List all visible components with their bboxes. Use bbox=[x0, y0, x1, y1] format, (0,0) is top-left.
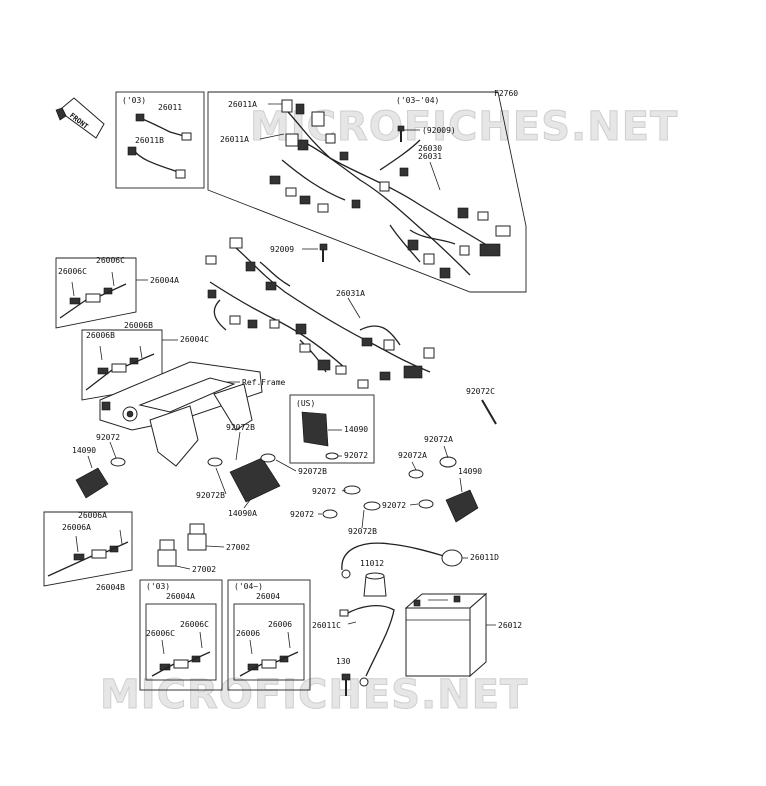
label-26011: 26011 bbox=[158, 103, 182, 112]
group-label-04-bottom: ('04~) bbox=[234, 582, 263, 591]
sub-harness-26011 bbox=[127, 113, 192, 179]
label-14090-1: 14090 bbox=[72, 446, 96, 455]
watermark-top: MICROFICHES.NET bbox=[250, 104, 678, 150]
label-26006C-3: 26006C bbox=[180, 620, 209, 629]
label-26006B-1: 26006B bbox=[124, 321, 153, 330]
label-92072-3: 92072 bbox=[312, 487, 336, 496]
label-ref-frame: Ref.Frame bbox=[242, 378, 286, 387]
group-box-03-top bbox=[115, 91, 205, 189]
label-92072B-4: 92072B bbox=[348, 527, 377, 536]
label-130: 130 bbox=[336, 657, 351, 666]
label-92009: 92009 bbox=[270, 245, 294, 254]
relay-14090A-icon bbox=[207, 431, 297, 509]
label-26004A-1: 26004A bbox=[150, 276, 179, 285]
label-26004B: 26004B bbox=[96, 583, 125, 592]
battery-cable-26011D-icon bbox=[341, 542, 468, 597]
label-26006C-2: 26006C bbox=[58, 267, 87, 276]
fuse-holder-26004B-icon bbox=[47, 529, 129, 577]
fuse-27002-icon bbox=[157, 523, 225, 570]
label-26006B-2: 26006B bbox=[86, 331, 115, 340]
label-92072-1: 92072 bbox=[96, 433, 120, 442]
label-92072A-1: 92072A bbox=[424, 435, 453, 444]
figure-code: F2760 bbox=[494, 89, 518, 98]
label-27002-2: 27002 bbox=[192, 565, 216, 574]
group-box-26004B bbox=[43, 511, 133, 587]
label-26004C: 26004C bbox=[180, 335, 209, 344]
group-label-03-bottom: ('03) bbox=[146, 582, 170, 591]
label-92072A-2: 92072A bbox=[398, 451, 427, 460]
label-26012: 26012 bbox=[498, 621, 522, 630]
label-26011D: 26011D bbox=[470, 553, 499, 562]
label-14090A: 14090A bbox=[228, 509, 257, 518]
label-26006A-2: 26006A bbox=[62, 523, 91, 532]
label-92072B-2: 92072B bbox=[298, 467, 327, 476]
fuse-holder-03-icon bbox=[145, 603, 217, 681]
label-92072-5: 92072 bbox=[290, 510, 314, 519]
label-26030: 26030 bbox=[418, 144, 442, 153]
tie-band-92072C-icon bbox=[481, 399, 497, 425]
watermark-bottom: MICROFICHES.NET bbox=[100, 672, 528, 718]
label-26006-1: 26006 bbox=[236, 629, 260, 638]
label-27002-1: 27002 bbox=[226, 543, 250, 552]
frame-reference-icon bbox=[99, 361, 263, 467]
label-26011C: 26011C bbox=[312, 621, 341, 630]
battery-26012-icon bbox=[404, 592, 488, 678]
label-26011A-2: 26011A bbox=[220, 135, 249, 144]
label-26031: 26031 bbox=[418, 152, 442, 161]
label-92072C: 92072C bbox=[466, 387, 495, 396]
label-26011B: 26011B bbox=[135, 136, 164, 145]
main-harness-26030 bbox=[269, 99, 511, 279]
label-14090-2: 14090 bbox=[344, 425, 368, 434]
group-label-us: (US) bbox=[296, 399, 315, 408]
label-26006C-4: 26006C bbox=[146, 629, 175, 638]
label-26006A-1: 26006A bbox=[78, 511, 107, 520]
label-92072-2: 92072 bbox=[344, 451, 368, 460]
label-26006C-1: 26006C bbox=[96, 256, 125, 265]
group-box-26004A bbox=[55, 257, 137, 329]
cable-26011C-icon bbox=[339, 604, 395, 687]
front-arrow-icon bbox=[55, 97, 105, 139]
group-box-04-bottom bbox=[227, 579, 311, 691]
bolt-130-icon bbox=[341, 673, 351, 696]
label-26004A-2: 26004A bbox=[166, 592, 195, 601]
group-box-us bbox=[289, 394, 375, 464]
group-box-03-bottom bbox=[139, 579, 223, 691]
label-26011A-1: 26011A bbox=[228, 100, 257, 109]
grommets-right-icon bbox=[318, 445, 479, 529]
fuse-holder-26004C-icon bbox=[85, 345, 155, 391]
fuse-holder-04-icon bbox=[233, 603, 305, 681]
relay-14090-us-icon bbox=[301, 411, 342, 460]
bolt-92009-top-icon bbox=[397, 125, 405, 142]
relay-14090-left-icon bbox=[75, 441, 126, 499]
group-label-03-top: ('03) bbox=[122, 96, 146, 105]
label-26004: 26004 bbox=[256, 592, 280, 601]
label-11012: 11012 bbox=[360, 559, 384, 568]
group-box-03-04 bbox=[207, 91, 527, 293]
label-92072-4: 92072 bbox=[382, 501, 406, 510]
group-label-03-04: ('03~'04) bbox=[396, 96, 439, 105]
bolt-92009-icon bbox=[319, 243, 328, 262]
main-harness-26031A bbox=[205, 237, 435, 389]
label-92072B-1: 92072B bbox=[226, 423, 255, 432]
fuse-holder-26004A-icon bbox=[59, 271, 127, 319]
label-92009-paren: (92009) bbox=[422, 126, 456, 135]
label-14090-3: 14090 bbox=[458, 467, 482, 476]
label-92072B-3: 92072B bbox=[196, 491, 225, 500]
label-26031A: 26031A bbox=[336, 289, 365, 298]
label-26006-2: 26006 bbox=[268, 620, 292, 629]
